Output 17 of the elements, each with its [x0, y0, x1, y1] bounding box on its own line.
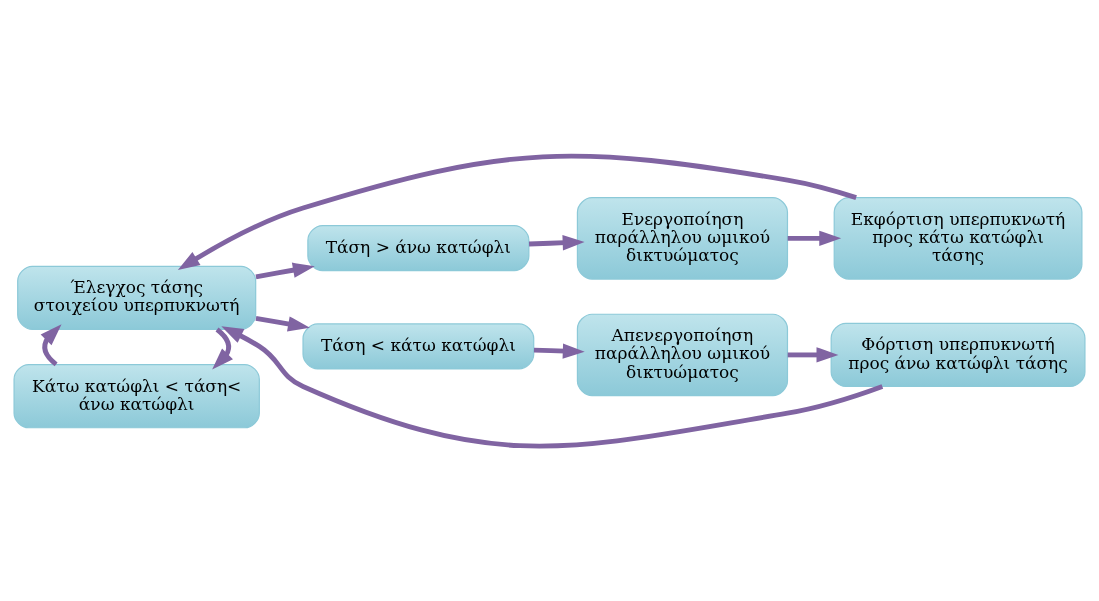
node-box: Τάση > άνω κατώφλι	[307, 224, 530, 271]
arrow	[533, 342, 585, 359]
node-box: Απενεργοποίηση παράλληλου ωμικού δικτυώματος	[576, 313, 789, 396]
node-box: Εκφόρτιση υπερπυκνωτή προς κάτω κατώφλι τάσης	[833, 196, 1083, 280]
node-box: Τάση < κάτω κατώφλι	[302, 322, 535, 369]
arrow	[255, 262, 315, 279]
arrow	[528, 234, 585, 250]
arrow	[787, 346, 839, 363]
node-box: Φόρτιση υπερπυκνωτή προς άνω κατώφλι τάσης	[830, 322, 1086, 387]
arrow	[212, 327, 233, 370]
arrow	[787, 230, 842, 246]
arrow	[221, 325, 884, 448]
arrow	[255, 315, 310, 332]
node-box: Κάτω κατώφλι < τάση< άνω κατώφλι	[13, 363, 260, 428]
arrow	[177, 153, 857, 270]
node-box: Ενεργοποίηση παράλληλου ωμικού δικτυώματος	[576, 196, 789, 280]
node-box: Έλεγχος τάσης στοιχείου υπερπυκνωτή	[17, 265, 257, 330]
